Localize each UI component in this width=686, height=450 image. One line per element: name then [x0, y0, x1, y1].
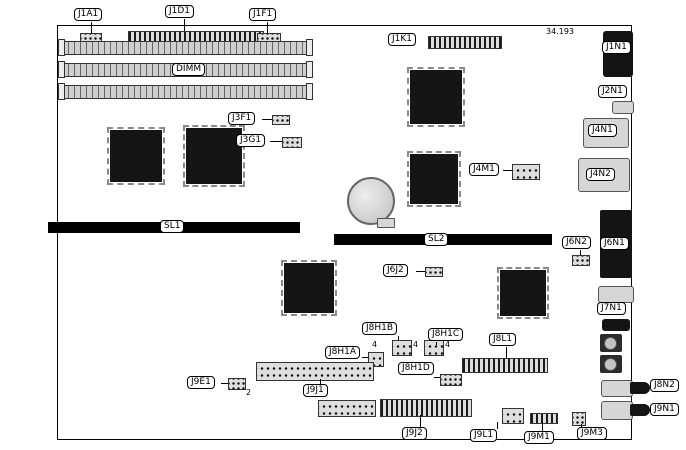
leader-line [580, 250, 581, 255]
label-j8n2: J8N2 [650, 379, 679, 392]
battery-holder-tab [377, 218, 395, 228]
pin-count-4: 4 [413, 340, 419, 349]
j2n1-connector [612, 101, 634, 114]
chip [183, 125, 245, 187]
j8h1d-connector [440, 374, 462, 386]
label-j6n2: J6N2 [562, 236, 591, 249]
label-j1k1: J1K1 [388, 33, 417, 46]
leader-line [420, 415, 421, 427]
label-j3g1: J3G1 [236, 134, 266, 147]
leader-line [398, 336, 399, 340]
j3g1-connector [282, 137, 302, 148]
j8n2-connector [630, 382, 650, 394]
leader-line [270, 141, 282, 142]
dimm-socket-3 [58, 83, 313, 100]
figure-number: 34.193 [546, 27, 574, 36]
label-sl1: SL1 [160, 220, 185, 233]
j1n1-connector [603, 31, 633, 77]
label-j1a1: J1A1 [74, 8, 103, 21]
label-j1n1: J1N1 [602, 41, 631, 54]
label-j6n1: J6N1 [600, 237, 629, 250]
chip [407, 67, 465, 127]
label-j1f1: J1F1 [249, 8, 277, 21]
j9n1-connector-base [601, 401, 633, 420]
leader-line [416, 271, 425, 272]
chip [281, 260, 337, 316]
j6j2-connector [425, 267, 443, 277]
label-dimm: DIMM [172, 63, 206, 76]
leader-line [581, 424, 582, 428]
label-j4n1: J4N1 [588, 124, 617, 137]
j4m1-connector [512, 164, 540, 180]
label-j9m1: J9M1 [524, 431, 554, 444]
label-j7n1: J7N1 [597, 302, 626, 315]
leader-line [436, 342, 437, 345]
j1k1-connector [428, 36, 502, 49]
leader-line [503, 170, 512, 171]
j7n1-connector [598, 286, 634, 303]
leader-line [542, 422, 543, 431]
j8n2-connector-base [601, 380, 633, 397]
label-j8h1d: J8H1D [398, 362, 434, 375]
j8l1-connector [462, 358, 548, 373]
j6n2-connector [572, 255, 590, 266]
j9m1-connector [530, 413, 558, 424]
pin-count-4: 4 [445, 340, 451, 349]
label-j9e1: J9E1 [187, 376, 215, 389]
label-j9j1: J9J1 [303, 384, 328, 397]
leader-line [320, 379, 321, 384]
dimm-socket-1 [58, 39, 313, 56]
leader-line [434, 377, 440, 378]
audio-jack [600, 355, 622, 373]
label-j2n1: J2N1 [598, 85, 627, 98]
chip [107, 127, 165, 185]
j9m3-connector [572, 412, 586, 426]
label-j4m1: J4M1 [469, 163, 499, 176]
battery [347, 177, 395, 225]
label-j1d1: J1D1 [165, 5, 195, 18]
j9l1-connector [502, 408, 524, 424]
label-j9n1: J9N1 [650, 403, 679, 416]
label-j8h1b: J8H1B [362, 322, 398, 335]
leader-line [506, 347, 507, 358]
leader-line [221, 383, 228, 384]
leader-line [262, 119, 272, 120]
j3f1-connector [272, 115, 290, 125]
j9n1-connector [630, 404, 650, 416]
j9e1-connector [228, 378, 246, 390]
j8h1b-connector [392, 340, 412, 356]
label-j9j2: J9J2 [402, 427, 427, 440]
chip [497, 267, 549, 319]
label-j9l1: J9L1 [470, 429, 498, 442]
leader-line [184, 19, 185, 31]
j9j2-connector [380, 399, 472, 417]
chip [407, 151, 461, 207]
label-j8l1: J8L1 [489, 333, 517, 346]
label-j3f1: J3F1 [228, 112, 256, 125]
pin-count-2: 2 [246, 388, 252, 397]
leader-line [497, 422, 498, 429]
leader-line [91, 22, 92, 33]
audio-jack [600, 334, 622, 352]
label-j4n2: J4N2 [586, 168, 615, 181]
j7n1-connector-lower [602, 319, 630, 331]
pin-count-4: 4 [372, 340, 378, 349]
label-j9m3: J9M3 [577, 427, 607, 440]
label-j8h1a: J8H1A [325, 346, 361, 359]
j9j1-header-long [256, 362, 374, 381]
j8h1c-connector [424, 340, 444, 356]
j9j1-header-short [318, 400, 376, 417]
leader-line [267, 22, 268, 33]
leader-line [362, 357, 368, 358]
label-j6j2: J6J2 [383, 264, 408, 277]
label-j8h1c: J8H1C [428, 328, 464, 341]
label-sl2: SL2 [424, 233, 449, 246]
